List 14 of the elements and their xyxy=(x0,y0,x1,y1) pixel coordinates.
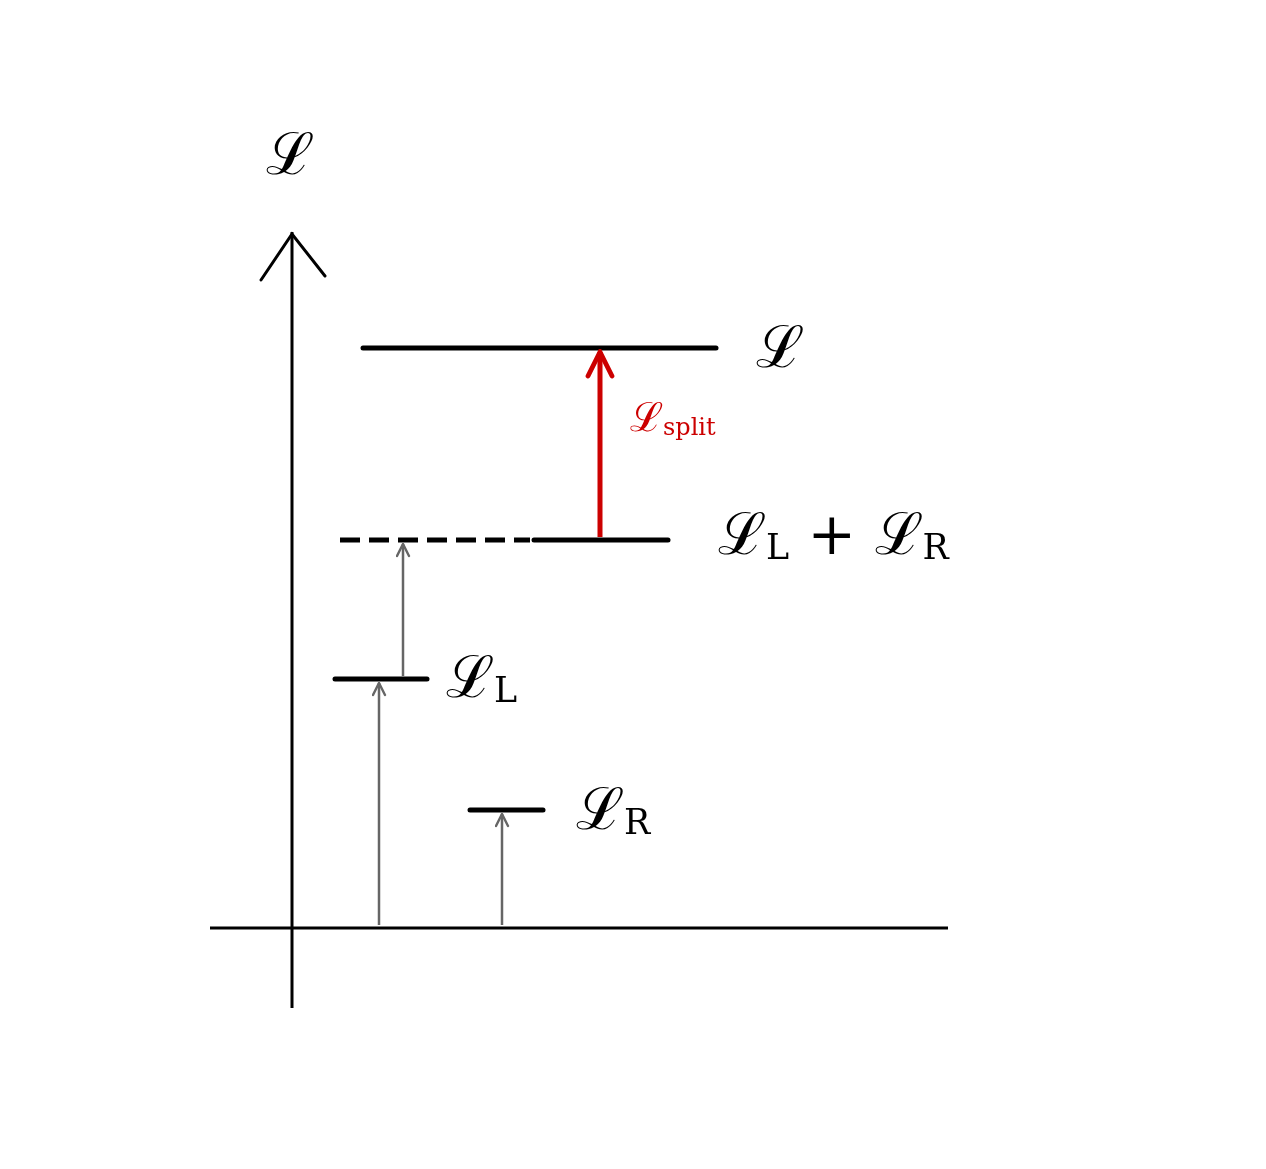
energy-level xyxy=(467,807,546,813)
edge-label: ℒ$_{split}$ xyxy=(630,396,716,439)
dashed-energy-level xyxy=(340,537,671,543)
axis-label: ℒ xyxy=(266,125,314,183)
energy-level xyxy=(360,345,719,351)
level-label: ℒ xyxy=(756,318,804,376)
arrow xyxy=(371,681,387,925)
arrow xyxy=(494,812,510,925)
arrow xyxy=(585,349,615,537)
energy-level xyxy=(332,676,430,682)
level-label: ℒ$_{R}$ xyxy=(576,780,651,840)
level-label: ℒ$_{L}$ + ℒ$_{R}$ xyxy=(718,505,949,565)
level-label: ℒ$_{L}$ xyxy=(446,648,518,708)
arrow xyxy=(395,542,411,676)
